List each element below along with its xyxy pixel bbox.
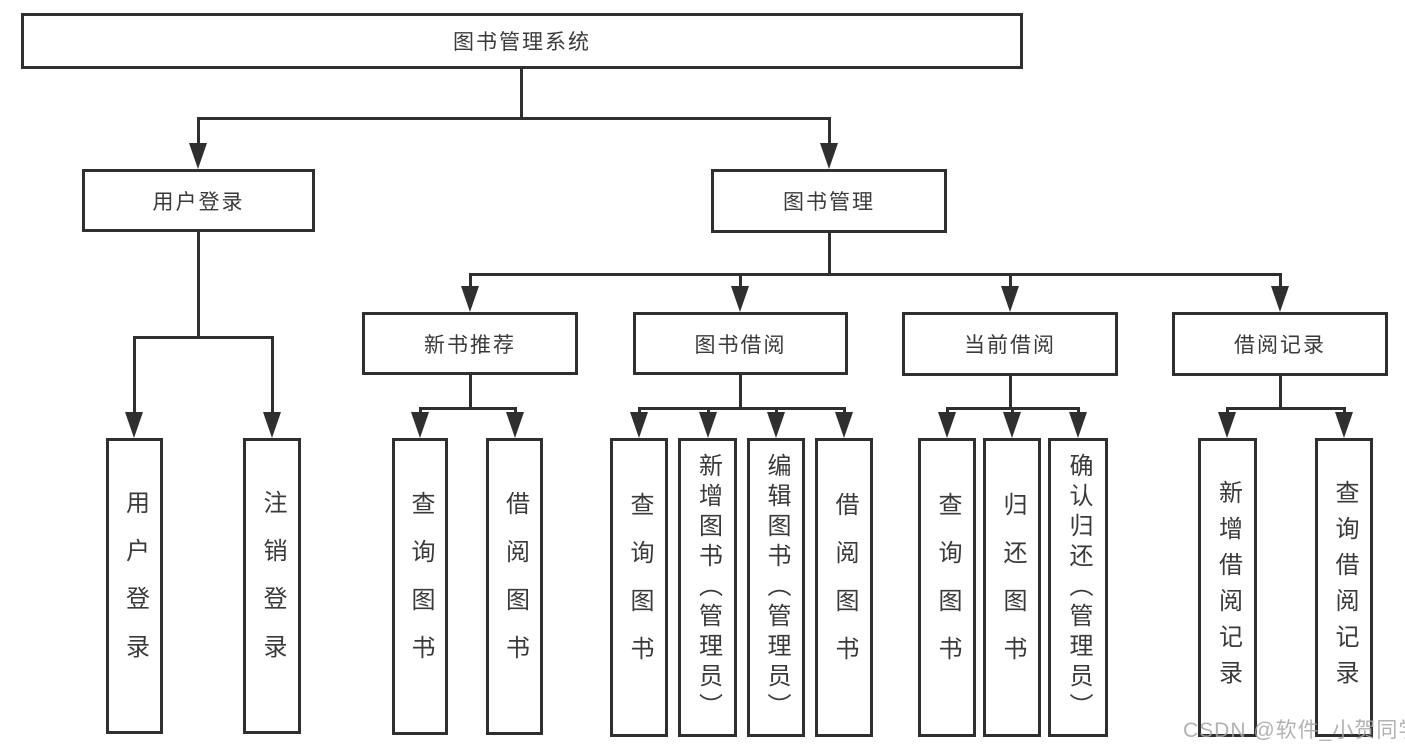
node-label: 图书管理系统: [453, 31, 591, 54]
arrowhead-borrowing-records: [1271, 286, 1289, 312]
arrow-stem-leaf-logout: [271, 336, 274, 416]
arrowhead-add-books: [699, 412, 717, 438]
arrowhead-current-query: [938, 412, 956, 438]
arrow-stem-new-book: [469, 273, 472, 293]
connector-borrowing-records-down: [1279, 376, 1282, 409]
arrow-stem: [1011, 407, 1014, 416]
arrowhead-add-record: [1218, 412, 1236, 438]
arrowhead-current-borrowing: [1001, 286, 1019, 312]
arrowhead-borrow-query: [630, 412, 648, 438]
node-current-borrowing: 当前借阅: [902, 312, 1118, 376]
leaf-current-query-books: 查询图书: [918, 438, 976, 737]
leaf-label: 确认归还（管理员）: [1065, 452, 1092, 723]
arrow-stem: [707, 407, 710, 416]
node-label: 用户登录: [152, 190, 245, 214]
arrow-stem: [1077, 407, 1080, 416]
arrow-stem: [1226, 407, 1229, 416]
connector-current-borrowing-down: [1009, 376, 1012, 409]
arrow-stem: [638, 407, 641, 416]
node-label: 新书推荐: [424, 333, 516, 357]
arrowhead-user-login: [189, 143, 207, 169]
connector-user-login-down: [197, 232, 200, 338]
leaf-label: 编辑图书（管理员）: [763, 452, 790, 723]
connector-book-management-down: [828, 233, 831, 275]
node-label: 借阅记录: [1234, 334, 1326, 357]
arrow-stem: [1343, 407, 1346, 416]
leaf-logout: 注销登录: [243, 438, 301, 734]
leaf-user-login: 用户登录: [106, 438, 163, 734]
node-book-management-system: 图书管理系统: [21, 13, 1023, 69]
node-book-management: 图书管理: [711, 169, 947, 233]
arrowhead-recommend-query: [411, 412, 429, 438]
leaf-edit-books-admin: 编辑图书（管理员）: [747, 438, 805, 737]
leaf-recommend-query-books: 查询图书: [392, 438, 448, 735]
node-borrowing-records: 借阅记录: [1172, 312, 1388, 376]
leaf-label: 查询图书: [934, 491, 961, 684]
arrow-stem-current-borrowing: [1009, 273, 1012, 293]
node-user-login: 用户登录: [82, 169, 315, 232]
arrowhead-leaf-logout: [263, 412, 281, 438]
leaf-label: 新增借阅记录: [1214, 479, 1242, 696]
leaf-recommend-borrow-books: 借阅图书: [486, 438, 543, 735]
leaf-label: 查询图书: [626, 491, 653, 684]
leaf-label: 用户登录: [121, 490, 149, 682]
connector-book-management-split: [469, 273, 1282, 276]
connector-new-book-split: [419, 407, 517, 410]
arrowhead-book-management: [820, 143, 838, 169]
leaf-label: 新增图书（管理员）: [694, 452, 722, 723]
csdn-watermark: CSDN @软件_小贺同学: [1183, 719, 1405, 742]
leaf-label: 查询图书: [407, 490, 434, 683]
arrowhead-book-borrowing: [731, 286, 749, 312]
arrowhead-leaf-user-login: [125, 412, 143, 438]
leaf-label: 归还图书: [999, 491, 1026, 684]
connector-borrowing-records-split: [1226, 407, 1346, 410]
leaf-label: 查询借阅记录: [1331, 479, 1358, 696]
arrow-stem-borrowing-records: [1279, 273, 1282, 293]
arrow-stem: [419, 407, 422, 416]
arrow-stem-book-management: [828, 117, 831, 149]
leaf-label: 注销登录: [259, 490, 286, 682]
arrow-stem-user-login: [197, 117, 200, 149]
arrow-stem-book-borrowing: [739, 273, 742, 293]
node-book-borrowing: 图书借阅: [633, 312, 848, 375]
arrowhead-new-book: [461, 286, 479, 312]
connector-user-login-split: [133, 336, 274, 339]
connector-new-book-down: [469, 375, 472, 409]
leaf-query-borrow-record: 查询借阅记录: [1315, 438, 1373, 737]
arrowhead-borrow-borrow: [835, 412, 853, 438]
arrowhead-recommend-borrow: [506, 412, 524, 438]
arrow-stem: [775, 407, 778, 416]
leaf-borrow-query-books: 查询图书: [610, 438, 668, 737]
leaf-label: 借阅图书: [831, 491, 858, 684]
leaf-borrow-borrow-books: 借阅图书: [815, 438, 873, 737]
arrow-stem-leaf-user-login: [133, 336, 136, 416]
node-label: 图书管理: [783, 191, 875, 214]
node-new-book-recommendation: 新书推荐: [362, 312, 578, 375]
leaf-label: 借阅图书: [501, 490, 529, 683]
leaf-add-books-admin: 新增图书（管理员）: [678, 438, 737, 737]
leaf-return-books: 归还图书: [983, 438, 1041, 737]
arrow-stem: [946, 407, 949, 416]
arrowhead-query-record: [1335, 412, 1353, 438]
arrowhead-confirm-return: [1069, 412, 1087, 438]
arrow-stem: [514, 407, 517, 416]
leaf-add-borrow-record: 新增借阅记录: [1198, 438, 1257, 737]
connector-root-split: [197, 117, 831, 120]
node-label: 图书借阅: [694, 333, 787, 357]
arrowhead-edit-books: [767, 412, 785, 438]
connector-book-borrowing-split: [638, 407, 846, 410]
connector-root-down: [520, 69, 523, 117]
arrow-stem: [843, 407, 846, 416]
arrowhead-return-books: [1003, 412, 1021, 438]
connector-book-borrowing-down: [739, 375, 742, 409]
leaf-confirm-return-admin: 确认归还（管理员）: [1048, 438, 1108, 737]
node-label: 当前借阅: [964, 334, 1056, 357]
